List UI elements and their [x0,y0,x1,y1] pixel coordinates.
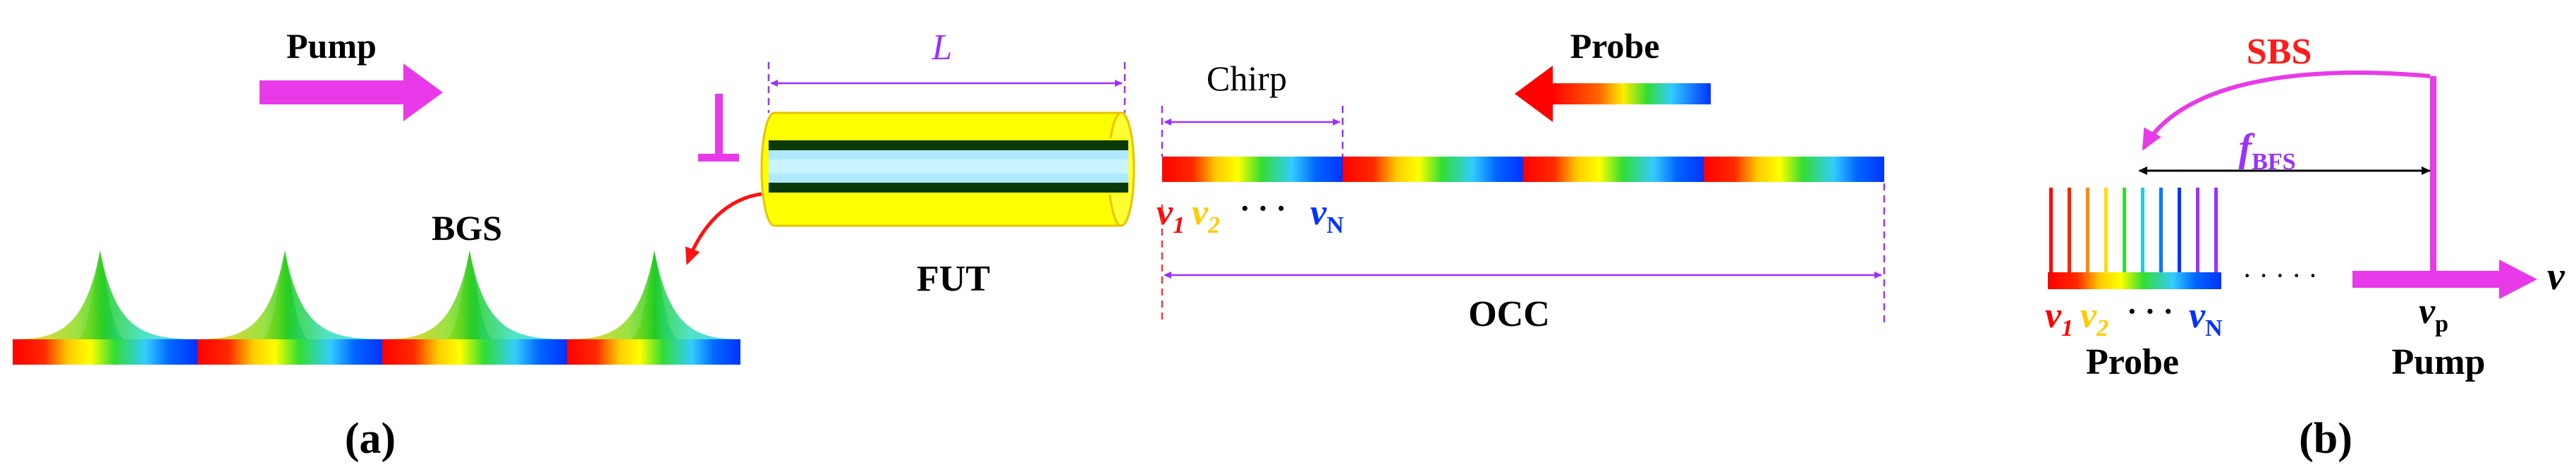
svg-text:v2: v2 [2080,296,2108,341]
svg-text:vN: vN [2189,296,2223,341]
probe-comb [2048,188,2221,289]
svg-text:fBFS: fBFS [2238,126,2295,175]
bgs-spectrum [13,250,740,365]
bgs-segment [197,339,382,365]
bgs-segment [13,339,197,365]
svg-text:v1: v1 [1156,193,1185,238]
probe-label: Probe [1570,26,1660,66]
nu-n-symbol: v [1310,193,1327,233]
nu-1-subscript: 1 [2061,315,2073,341]
occ-dimension [1161,183,1886,324]
svg-text:v1: v1 [2045,296,2073,341]
frequency-labels-a: v1 v2 · · · vN [1156,191,1344,238]
caption-a: (a) [345,415,396,463]
pump-label: Pump [286,26,377,66]
backscatter-arrow [685,192,762,265]
probe-arrow [1515,66,1711,122]
nu-1-symbol: v [2045,296,2062,336]
frequency-labels-b: v1 v2 · · · vN vp v [2045,255,2565,341]
ellipsis-a: · · · [1240,191,1286,226]
pump-line [2430,76,2436,282]
comb-line [2214,188,2218,272]
svg-text:vN: vN [1310,193,1344,238]
svg-text:v2: v2 [1192,193,1220,238]
sbs-arrow [2142,71,2431,151]
bgs-segment [382,339,567,365]
nu-p-symbol: v [2419,291,2436,332]
chirp-segment [1162,157,1343,182]
bgs-segment [567,339,740,365]
comb-line [2141,188,2144,272]
length-label: L [932,28,953,68]
comb-line [2123,188,2126,272]
probe-label-b: Probe [2086,342,2179,382]
probe-stream [1162,157,1884,182]
length-dimension [767,62,1126,113]
chirp-segment [1523,157,1704,182]
sbs-label: SBS [2247,32,2312,72]
nu-2-symbol: v [1192,193,1209,233]
nu-n-subscript: N [1326,212,1344,238]
bgs-label: BGS [432,208,502,248]
comb-line [2178,188,2181,272]
nu-2-subscript: 2 [2096,315,2108,341]
chirp-segment [1343,157,1523,182]
fut-fiber [760,111,1135,227]
chirp-dimension [1161,106,1344,157]
comb-line [2159,188,2163,272]
nu-p-subscript: p [2435,311,2448,337]
occ-label: OCC [1468,294,1550,334]
nu-1-subscript: 1 [1173,212,1185,238]
fiber-terminator [698,94,739,162]
ellipsis-b: · · · [2127,294,2173,329]
comb-line [2068,188,2071,272]
frequency-axis-arrow [2352,260,2537,299]
chirp-segment [1704,157,1884,182]
panel-b: SBS fBFS · · · · · [2045,32,2565,463]
gap-dots: · · · · · [2242,260,2318,291]
frequency-axis-label: v [2547,255,2565,298]
panel-a: Pump BGS [13,26,1886,463]
chirp-label: Chirp [1207,59,1287,98]
pump-label-b: Pump [2392,342,2486,382]
svg-text:vp: vp [2419,291,2448,337]
fut-label: FUT [917,259,990,299]
comb-line [2049,188,2053,272]
nu-2-subscript: 2 [1207,212,1220,238]
comb-line [2196,188,2199,272]
comb-line [2086,188,2089,272]
nu-1-symbol: v [1156,193,1173,233]
pump-arrow [260,63,443,121]
nu-n-symbol: v [2189,296,2206,336]
nu-n-subscript: N [2205,315,2223,341]
nu-2-symbol: v [2080,296,2097,336]
comb-line [2104,188,2108,272]
probe-band [2048,272,2221,289]
caption-b: (b) [2299,415,2352,463]
